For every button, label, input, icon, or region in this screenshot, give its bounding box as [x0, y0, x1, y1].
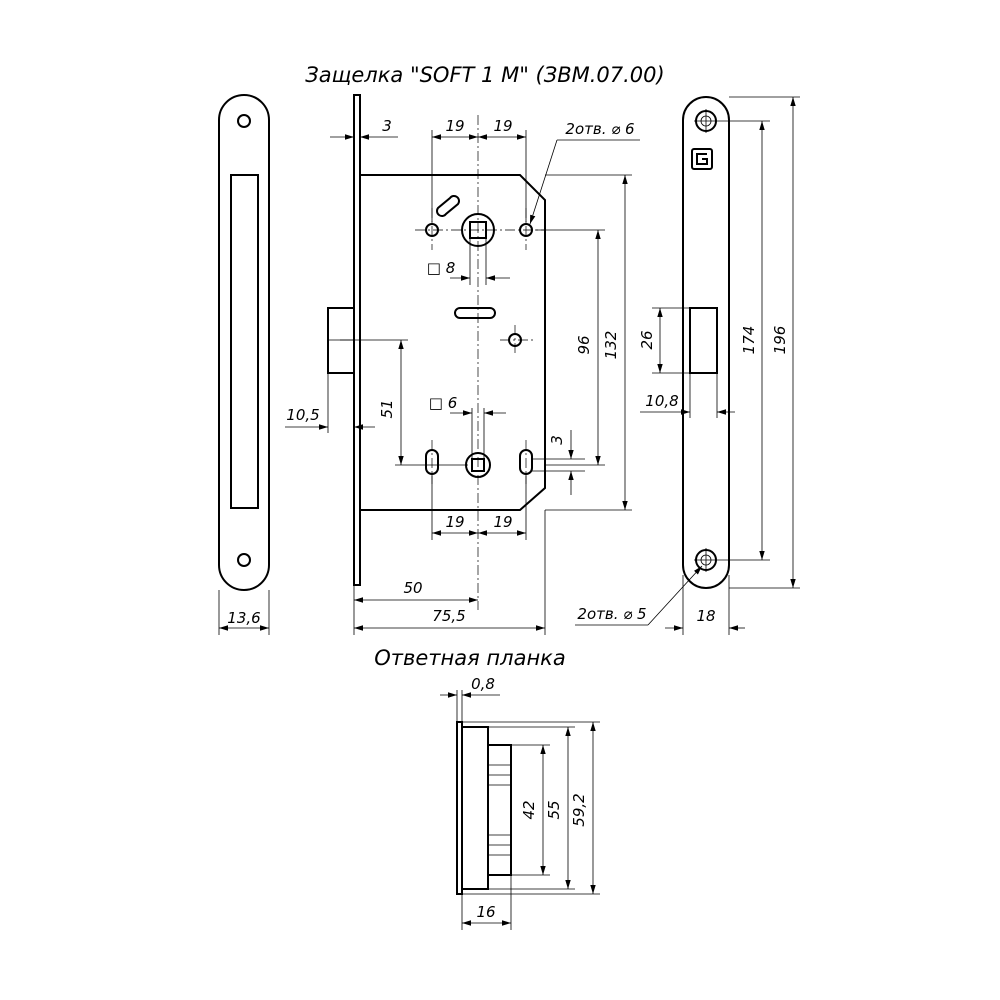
- dim-19-bottom-right: 19: [493, 513, 512, 531]
- dim-18: 18: [696, 607, 715, 625]
- brand-logo-icon: [691, 148, 713, 170]
- dim-square-6: □ 6: [429, 394, 457, 412]
- dim-19-bottom-left: 19: [445, 513, 464, 531]
- holes-d5-label: 2отв. ⌀ 5: [577, 605, 646, 623]
- dim-3-right: 3: [548, 435, 566, 445]
- dim-42: 42: [520, 800, 538, 819]
- lock-body-view: 3 19 19 2отв. ⌀ 6 □ 8 10,5 51 □: [285, 94, 640, 635]
- dim-174: 174: [740, 326, 758, 355]
- dim-59-2: 59,2: [570, 793, 588, 826]
- faceplate-front-view: 13,6: [218, 94, 270, 635]
- dim-96: 96: [575, 335, 593, 354]
- strike-plate-title: Ответная планка: [374, 646, 566, 670]
- dim-16: 16: [476, 903, 495, 921]
- dim-19-top-right: 19: [493, 117, 512, 135]
- dim-10-8: 10,8: [645, 392, 678, 410]
- dim-13-6: 13,6: [227, 609, 260, 627]
- dim-0-8: 0,8: [471, 675, 495, 693]
- dim-55: 55: [545, 800, 563, 819]
- dim-square-8: □ 8: [427, 259, 455, 277]
- strike-plate-view: 0,8 42 55 59,2 16: [440, 675, 600, 930]
- latch-title: Защелка "SOFT 1 M" (ЗВМ.07.00): [305, 63, 664, 87]
- dim-19-top-left: 19: [445, 117, 464, 135]
- dim-26: 26: [638, 330, 656, 349]
- dim-50: 50: [403, 579, 422, 597]
- dim-3-top: 3: [382, 117, 392, 135]
- faceplate-side-view: 26 10,8 174 196 2отв. ⌀ 5 18: [575, 96, 800, 635]
- dim-132: 132: [602, 331, 620, 360]
- holes-d6-label: 2отв. ⌀ 6: [565, 120, 634, 138]
- dim-10-5: 10,5: [286, 406, 319, 424]
- dim-196: 196: [771, 326, 789, 355]
- dim-75-5: 75,5: [432, 607, 465, 625]
- dim-51: 51: [378, 399, 396, 418]
